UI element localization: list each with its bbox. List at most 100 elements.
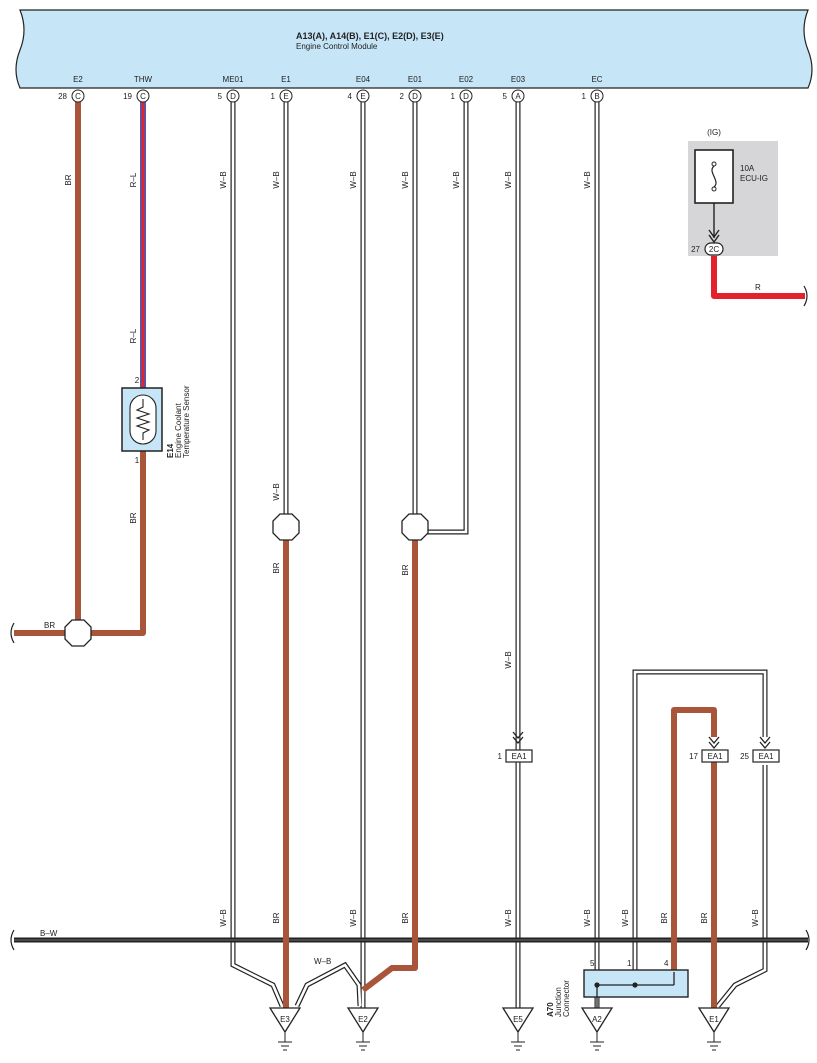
ea1-connector-17 (701, 749, 729, 763)
svg-text:17: 17 (689, 752, 698, 761)
sensor-pin-bottom: 1 (135, 456, 140, 465)
svg-text:D: D (230, 92, 236, 101)
svg-text:W–B: W–B (314, 957, 331, 966)
ground-points: E3 E2 E5 A2 (268, 1007, 731, 1051)
junction-name-1: Junction (554, 987, 563, 1017)
svg-text:1: 1 (498, 752, 503, 761)
fuse-conn: 2C (709, 245, 719, 254)
svg-text:EA1: EA1 (707, 752, 723, 761)
pin-num-e04: 4 (348, 92, 353, 101)
ecm-title: A13(A), A14(B), E1(C), E2(D), E3(E) (296, 31, 444, 41)
pin-name-e03: E03 (511, 75, 526, 84)
svg-text:R–L: R–L (129, 328, 138, 343)
pin-num-thw: 19 (123, 92, 132, 101)
pin-num-e2: 28 (58, 92, 67, 101)
svg-text:BR: BR (272, 562, 281, 573)
svg-text:BR: BR (401, 912, 410, 923)
wb-wires (230, 101, 768, 1008)
pin-num-e01: 2 (400, 92, 405, 101)
fuse-ecu-ig: (IG) 10A ECU-IG 2C 27 (688, 128, 778, 256)
svg-text:W–B: W–B (621, 909, 630, 926)
fuse-rating: 10A (740, 164, 755, 173)
svg-text:R–L: R–L (129, 172, 138, 187)
pin-num-e02: 1 (451, 92, 456, 101)
sensor-id: E14 (166, 443, 175, 458)
sensor-pin-top: 2 (135, 376, 140, 385)
fuse-name: ECU-IG (740, 174, 768, 183)
svg-text:BR: BR (401, 564, 410, 575)
svg-text:W–B: W–B (219, 909, 228, 926)
svg-text:E5: E5 (513, 1015, 523, 1024)
fuse-pin: 27 (691, 245, 700, 254)
svg-text:BR: BR (700, 912, 709, 923)
svg-text:W–B: W–B (272, 483, 281, 500)
svg-text:E1: E1 (709, 1015, 719, 1024)
ground-e2: E2 (346, 1007, 380, 1051)
svg-text:B: B (594, 92, 599, 101)
svg-text:25: 25 (740, 752, 749, 761)
fuse-group: (IG) (707, 128, 721, 137)
svg-text:E: E (360, 92, 365, 101)
pin-name-e1: E1 (281, 75, 291, 84)
bw-bus (10, 929, 810, 951)
splice-e1 (272, 513, 300, 541)
splice-e2 (64, 619, 92, 647)
svg-text:BR: BR (129, 512, 138, 523)
rl-wire (140, 101, 146, 388)
ground-e5: E5 (501, 1007, 535, 1051)
pin-num-ec: 1 (582, 92, 587, 101)
ea1-connector-1 (505, 749, 533, 763)
svg-text:W–B: W–B (504, 171, 513, 188)
pin-name-e02: E02 (459, 75, 474, 84)
ground-e3: E3 (268, 1007, 302, 1051)
svg-text:W–B: W–B (349, 171, 358, 188)
svg-text:1: 1 (627, 959, 632, 968)
svg-text:E3: E3 (280, 1015, 290, 1024)
svg-text:EA1: EA1 (511, 752, 527, 761)
svg-text:A: A (515, 92, 521, 101)
pin-num-e03: 5 (503, 92, 508, 101)
pin-name-e04: E04 (356, 75, 371, 84)
svg-text:W–B: W–B (272, 171, 281, 188)
ground-a2: A2 (580, 1007, 614, 1051)
svg-text:R: R (755, 283, 761, 292)
ground-e1: E1 (697, 1007, 731, 1051)
svg-text:B–W: B–W (40, 929, 58, 938)
pin-num-e1: 1 (271, 92, 276, 101)
svg-text:BR: BR (64, 174, 73, 185)
r-wire (711, 256, 805, 299)
br-wires (14, 101, 717, 1008)
svg-text:EA1: EA1 (758, 752, 774, 761)
ecm-pin-circles: C C D E E D D A B (71, 89, 604, 103)
svg-text:W–B: W–B (583, 171, 592, 188)
pin-name-e01: E01 (408, 75, 423, 84)
svg-text:W–B: W–B (751, 909, 760, 926)
splice-e01 (401, 513, 429, 541)
svg-text:BR: BR (44, 621, 55, 630)
junction-connector-a70: 5 1 4 A70 Junction Connector (546, 959, 689, 1017)
ea1-connector-25 (752, 749, 780, 763)
svg-text:A2: A2 (592, 1015, 602, 1024)
svg-text:D: D (463, 92, 469, 101)
pin-num-me01: 5 (218, 92, 223, 101)
ecm-block (15, 9, 813, 89)
svg-text:C: C (140, 92, 146, 101)
svg-text:W–B: W–B (504, 651, 513, 668)
splice-points (64, 513, 429, 647)
sensor-name-1: Engine Coolant (174, 403, 183, 458)
svg-text:D: D (412, 92, 418, 101)
pin-name-e2: E2 (73, 75, 83, 84)
svg-text:BR: BR (660, 912, 669, 923)
svg-text:4: 4 (664, 959, 669, 968)
ea1-connectors: EA1 1 EA1 17 EA1 25 (498, 731, 780, 763)
pin-name-me01: ME01 (223, 75, 244, 84)
svg-text:W–B: W–B (583, 909, 592, 926)
svg-text:W–B: W–B (349, 909, 358, 926)
svg-text:W–B: W–B (504, 909, 513, 926)
pin-name-thw: THW (134, 75, 153, 84)
svg-text:5: 5 (590, 959, 595, 968)
wire-color-labels: BR R–L R–L BR W–B W–B W–B BR W–B W–B BR … (40, 171, 761, 966)
svg-text:W–B: W–B (401, 171, 410, 188)
pin-name-ec: EC (591, 75, 602, 84)
